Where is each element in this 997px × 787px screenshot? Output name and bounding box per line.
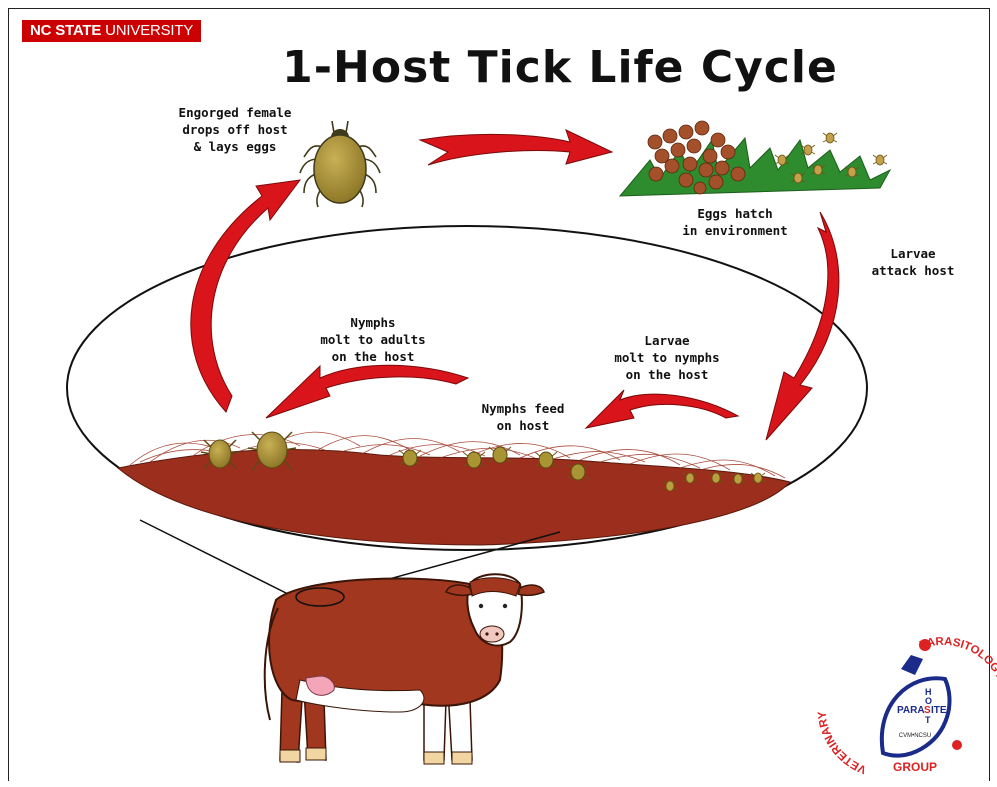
logo-small-text: CVM•NCSU <box>899 733 931 739</box>
cow-illustration <box>265 574 544 764</box>
label-larvae-molt: Larvae molt to nymphs on the host <box>592 332 742 383</box>
logo-center-left: PARA <box>897 705 925 716</box>
label-nymphs-feed: Nymphs feed on host <box>458 400 588 434</box>
engorged-female-tick <box>300 121 380 207</box>
label-eggs-hatch: Eggs hatch in environment <box>660 205 810 239</box>
label-nymphs-molt: Nymphs molt to adults on the host <box>298 314 448 365</box>
logo-vertical-bottom: T <box>925 715 931 725</box>
arrow-to-eggs <box>420 130 612 165</box>
logo-bottom-text: GROUP <box>893 760 937 774</box>
logo-vertical-mid: O <box>925 696 932 706</box>
logo-arc-right: PARASITOLOGY <box>918 636 997 682</box>
logo-center-right: ITE <box>931 705 947 716</box>
vet-parasitology-logo: VETERINARY PARASITOLOGY GROUP PARA S ITE… <box>816 636 997 776</box>
label-larvae-attack: Larvae attack host <box>858 245 968 279</box>
label-engorged-female: Engorged female drops off host & lays eg… <box>160 104 310 155</box>
eggs-on-grass <box>620 121 890 196</box>
logo-arc-left: VETERINARY <box>816 710 868 775</box>
